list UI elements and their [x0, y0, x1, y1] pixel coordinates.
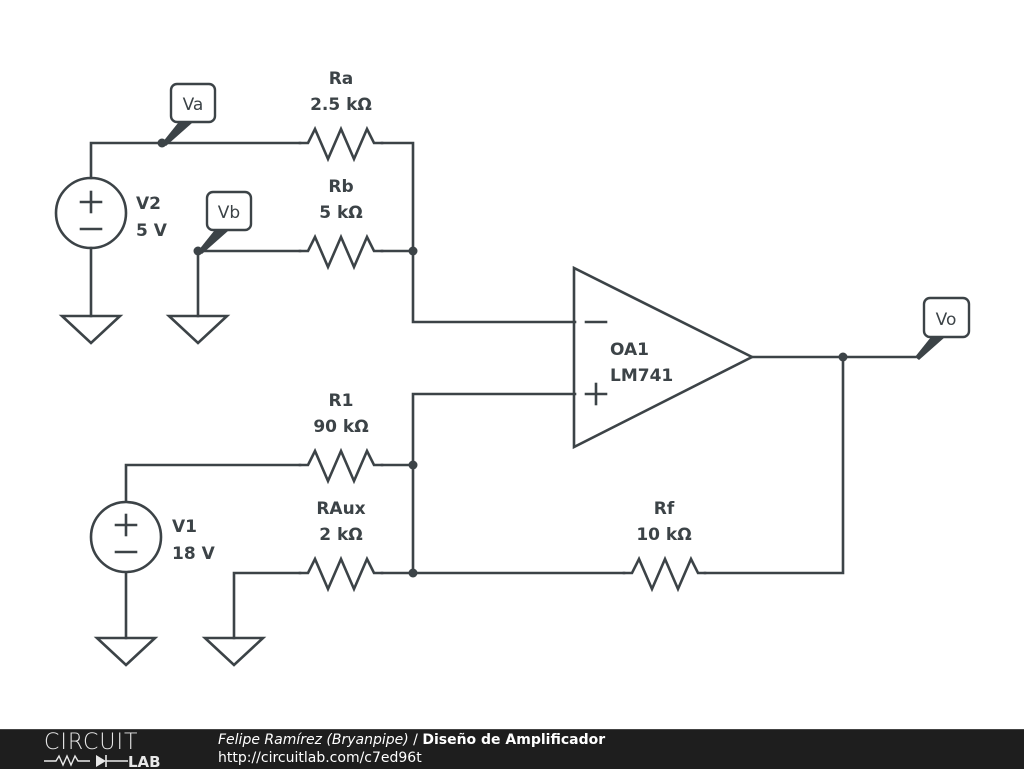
oa1-name: OA1: [610, 340, 649, 360]
junction-dot: [408, 568, 418, 578]
probe-vo[interactable]: Vo: [915, 296, 971, 360]
r1-value: 90 kΩ: [313, 417, 368, 437]
v2-value: 5 V: [136, 221, 168, 241]
probe-pointer-icon: [198, 231, 228, 254]
rb-name: Rb: [328, 177, 353, 197]
wire-raux-gnd[interactable]: [232, 571, 302, 640]
voltage-source-v2[interactable]: [54, 176, 128, 250]
raux-value: 2 kΩ: [319, 525, 363, 545]
probe-vb-box[interactable]: [205, 190, 253, 232]
resistor-raux[interactable]: [298, 555, 384, 593]
schematic-canvas: Ra 2.5 kΩ Rb 5 kΩ R1 90 kΩ RAux 2 kΩ Rf …: [54, 69, 971, 667]
wire-v1-top[interactable]: [124, 463, 302, 503]
v2-name: V2: [136, 194, 161, 214]
circuit-title[interactable]: Diseño de Amplificador: [422, 732, 606, 748]
footer-bar: CIRCUIT LAB Felipe Ramírez (Bryanpipe) /…: [0, 729, 1024, 769]
rf-value: 10 kΩ: [636, 525, 691, 545]
wire-vb-gnd[interactable]: [196, 249, 302, 318]
probe-va-label: Va: [183, 95, 204, 115]
wires: [89, 141, 917, 640]
v1-name: V1: [172, 517, 197, 537]
probe-pointer-icon: [162, 123, 192, 146]
circuitlab-logo[interactable]: CIRCUIT LAB: [44, 732, 174, 768]
resistor-ra[interactable]: [298, 125, 384, 163]
r1-name: R1: [329, 391, 354, 411]
probe-va-box[interactable]: [169, 82, 217, 124]
opamp-oa1[interactable]: [572, 265, 755, 450]
ground-icon[interactable]: [165, 314, 231, 345]
wire-ra-to-inv[interactable]: [380, 141, 577, 324]
wire-noninv[interactable]: [411, 392, 577, 575]
logo-text-lab: LAB: [128, 753, 161, 768]
logo-text-circuit: CIRCUIT: [44, 730, 139, 755]
circuit-url-link[interactable]: http://circuitlab.com/c7ed96t: [218, 750, 422, 766]
ra-value: 2.5 kΩ: [310, 95, 372, 115]
ground-icon[interactable]: [93, 636, 159, 667]
junction-dot: [408, 460, 418, 470]
logo-resistor-diode-icon: LAB: [44, 753, 161, 768]
resistor-rf[interactable]: [622, 555, 707, 593]
raux-name: RAux: [316, 499, 365, 519]
opamp-body[interactable]: [572, 265, 755, 450]
resistor-r1[interactable]: [298, 447, 384, 485]
rb-value: 5 kΩ: [319, 203, 363, 223]
v1-body[interactable]: [89, 500, 163, 574]
author-name[interactable]: Felipe Ramírez (Bryanpipe): [218, 732, 409, 748]
oa1-value: LM741: [610, 366, 673, 386]
probe-vo-label: Vo: [936, 310, 957, 330]
attribution-separator: /: [408, 732, 423, 748]
v2-body[interactable]: [54, 176, 128, 250]
junction-dot: [838, 352, 848, 362]
probe-vb[interactable]: Vb: [198, 190, 253, 254]
probe-vo-box[interactable]: [922, 296, 971, 339]
v1-value: 18 V: [172, 544, 216, 564]
ra-name: Ra: [329, 69, 354, 89]
voltage-source-v1[interactable]: [89, 500, 163, 574]
probe-pointer-icon: [915, 337, 945, 360]
resistor-rb[interactable]: [298, 233, 384, 271]
junction-dot: [408, 246, 418, 256]
ground-icon[interactable]: [58, 314, 124, 345]
probe-vb-label: Vb: [218, 203, 240, 223]
probe-va[interactable]: Va: [162, 82, 217, 146]
circuit-attribution: Felipe Ramírez (Bryanpipe) / Diseño de A…: [218, 732, 605, 749]
ground-icon[interactable]: [201, 636, 267, 667]
rf-name: Rf: [654, 499, 675, 519]
wire-v2-top[interactable]: [89, 141, 302, 180]
wire-rf-out[interactable]: [703, 355, 845, 575]
